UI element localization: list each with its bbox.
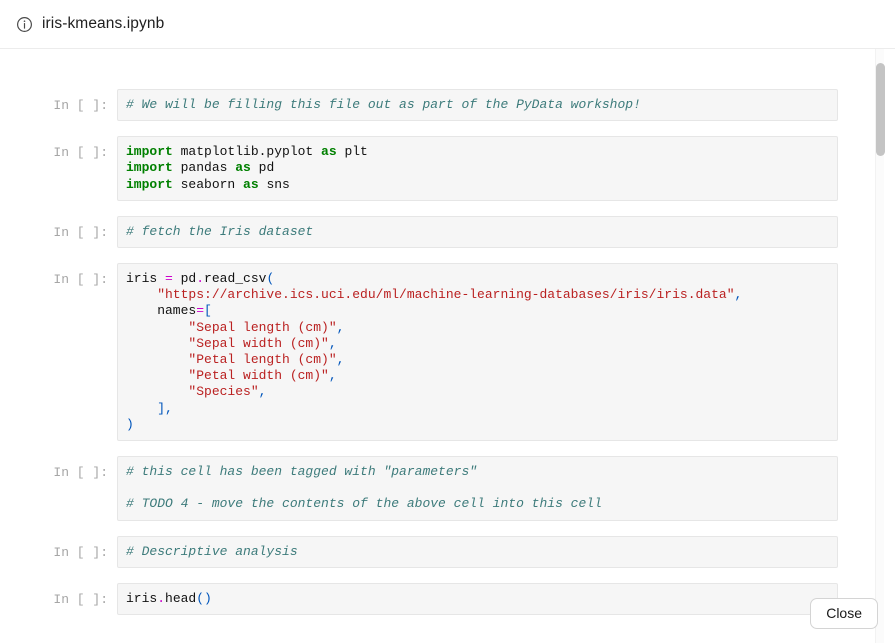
code-token-string: "https://archive.ics.uci.edu/ml/machine-… (126, 287, 735, 303)
notebook-cell[interactable]: In [ ]: iris.head() (0, 582, 858, 616)
code-token-punct: ], (126, 400, 173, 416)
notebook-cell[interactable]: In [ ]: iris = pd.read_csv( "https://arch… (0, 263, 858, 442)
code-token-name: read_csv (204, 271, 267, 287)
window-header: iris-kmeans.ipynb (0, 0, 895, 49)
code-line: import pandas as pd (126, 160, 828, 176)
vertical-scrollbar-thumb[interactable] (876, 63, 885, 156)
code-token-name: pandas (172, 160, 236, 176)
cell-prompt: In [ ]: (53, 98, 108, 113)
code-token-punct: , (328, 335, 337, 351)
code-token-punct: , (336, 319, 345, 335)
code-token-punct: , (258, 384, 267, 400)
code-token-punct: , (328, 368, 337, 384)
code-token-keyword: import (126, 176, 173, 192)
code-token-op: = (165, 271, 173, 287)
code-token-name: pd (172, 271, 197, 287)
code-token-name: matplotlib.pyplot (172, 144, 322, 160)
code-token-op: . (196, 271, 205, 287)
code-token-comment: # TODO 4 - move the contents of the abov… (126, 496, 602, 512)
code-token-punct: () (196, 590, 212, 606)
code-token-name: iris (126, 271, 166, 287)
code-token-comment: # Descriptive analysis (126, 543, 298, 559)
notebook-cell-list: In [ ]: # We will be filling this file ou… (0, 49, 858, 630)
code-line: "Species", (126, 384, 828, 400)
vertical-scrollbar[interactable] (875, 49, 885, 643)
code-line: iris = pd.read_csv( (126, 271, 828, 287)
code-line: "Petal width (cm)", (126, 368, 828, 384)
notebook-scroll-area[interactable]: In [ ]: # We will be filling this file ou… (0, 49, 895, 643)
code-token-string: "Sepal width (cm)" (126, 335, 329, 351)
code-token-comment: # this cell has been tagged with "parame… (126, 464, 478, 480)
code-token-name: head (165, 590, 197, 606)
cell-prompt: In [ ]: (53, 145, 108, 161)
code-line: # this cell has been tagged with "parame… (126, 464, 828, 480)
code-token-name: plt (336, 144, 368, 160)
code-line: "Sepal width (cm)", (126, 336, 828, 352)
code-token-string: "Species" (126, 384, 259, 400)
code-line: # fetch the Iris dataset (126, 224, 828, 240)
code-token-name: sns (258, 176, 290, 192)
code-token-keyword: import (126, 160, 173, 176)
code-token-name: pd (250, 160, 275, 176)
code-token-name: iris (126, 590, 158, 606)
code-line: # TODO 4 - move the contents of the abov… (126, 496, 828, 512)
notebook-cell[interactable]: In [ ]: # Descriptive analysis (0, 535, 858, 568)
cell-prompt: In [ ]: (53, 591, 108, 607)
close-button[interactable]: Close (810, 598, 878, 629)
code-token-punct: ) (126, 416, 134, 432)
code-line: ], (126, 401, 828, 417)
cell-prompt: In [ ]: (53, 224, 108, 240)
cell-source-editor[interactable]: iris = pd.read_csv( "https://archive.ics… (117, 263, 838, 442)
code-token-punct: , (336, 352, 345, 368)
info-icon (17, 16, 32, 32)
code-token-string: "Petal length (cm)" (126, 352, 337, 368)
code-token-punct: , (734, 287, 743, 303)
page-title: iris-kmeans.ipynb (42, 15, 165, 32)
code-token-name: seaborn (172, 176, 244, 192)
notebook-cell[interactable]: In [ ]: # fetch the Iris dataset (0, 215, 858, 249)
cell-source-editor[interactable]: # We will be filling this file out as pa… (117, 89, 838, 122)
cell-source-editor[interactable]: # fetch the Iris dataset (117, 215, 838, 249)
code-line (126, 480, 828, 496)
cell-source-editor[interactable]: iris.head() (117, 582, 838, 616)
code-token-string: "Petal width (cm)" (126, 368, 329, 384)
code-line: import seaborn as sns (126, 177, 828, 193)
cell-source-editor[interactable]: # this cell has been tagged with "parame… (117, 456, 838, 521)
code-token-punct: ( (266, 271, 275, 287)
code-line: names=[ (126, 303, 828, 319)
notebook-cell[interactable]: In [ ]: # We will be filling this file ou… (0, 89, 858, 122)
code-token-keyword: as (243, 176, 259, 192)
code-line: iris.head() (126, 591, 828, 607)
code-token-string: "Sepal length (cm)" (126, 319, 337, 335)
code-token-keyword: import (126, 144, 173, 160)
notebook-cell[interactable]: In [ ]: # this cell has been tagged with … (0, 456, 858, 521)
cell-prompt: In [ ]: (53, 465, 108, 481)
cell-prompt: In [ ]: (53, 272, 108, 288)
code-token-comment: # We will be filling this file out as pa… (126, 97, 641, 112)
code-token-comment: # fetch the Iris dataset (126, 223, 314, 239)
code-line: # We will be filling this file out as pa… (126, 97, 828, 113)
cell-source-editor[interactable]: # Descriptive analysis (117, 535, 838, 568)
cell-prompt: In [ ]: (53, 544, 108, 560)
code-token-op: . (157, 590, 166, 606)
code-line: "https://archive.ics.uci.edu/ml/machine-… (126, 287, 828, 303)
code-token-name: names (126, 303, 197, 319)
code-line: # Descriptive analysis (126, 544, 828, 560)
code-line: "Petal length (cm)", (126, 352, 828, 368)
code-line: import matplotlib.pyplot as plt (126, 144, 828, 160)
code-token-punct: [ (204, 303, 212, 319)
code-token-keyword: as (321, 144, 337, 160)
code-token-keyword: as (235, 160, 251, 176)
code-token-op: = (196, 303, 205, 319)
code-line: "Sepal length (cm)", (126, 320, 828, 336)
code-line: ) (126, 417, 828, 433)
